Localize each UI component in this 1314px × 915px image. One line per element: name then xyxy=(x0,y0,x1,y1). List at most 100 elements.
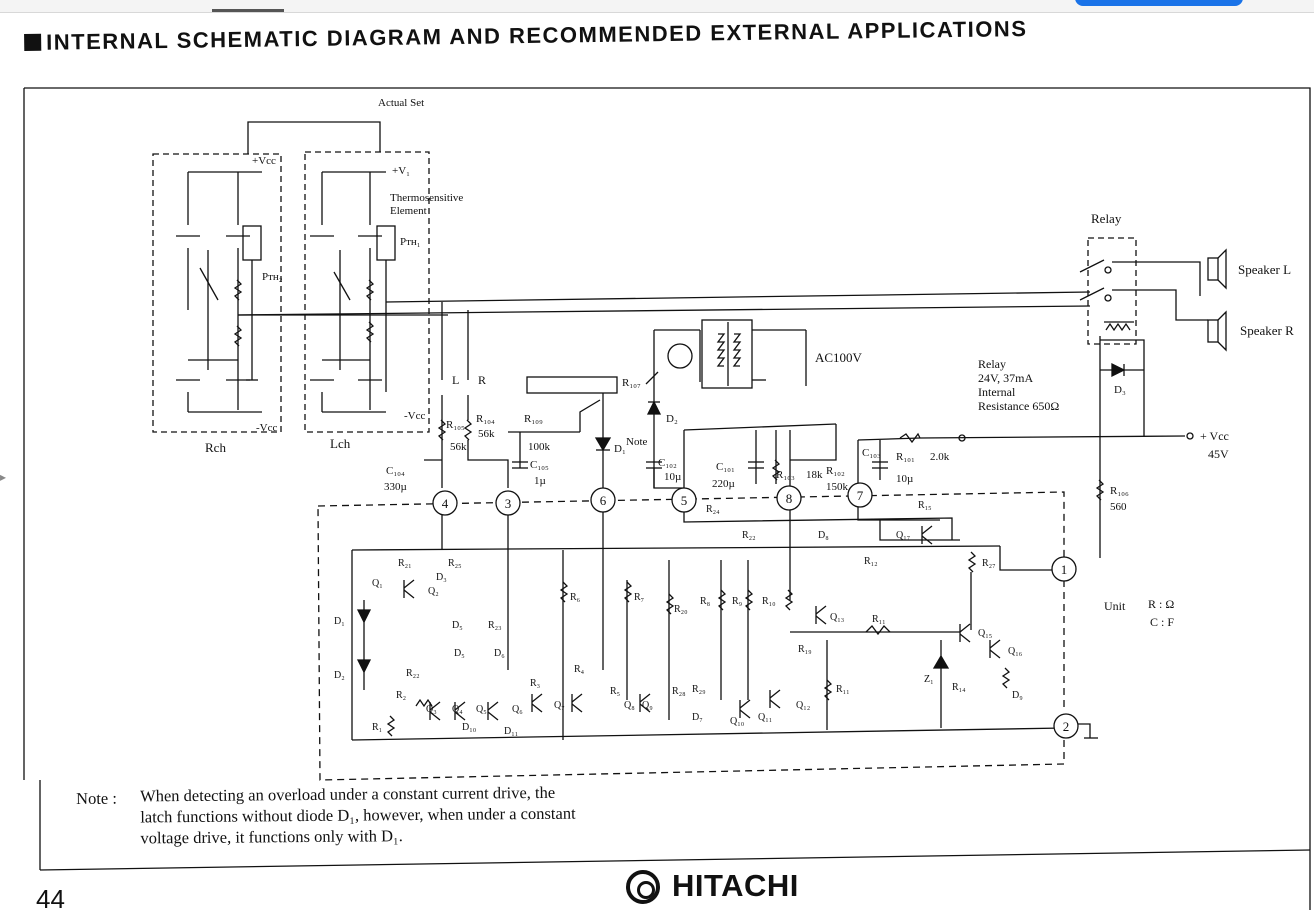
label-d6: D₆ xyxy=(494,648,505,659)
label-r23: R₂₃ xyxy=(488,620,502,631)
l-terminal: L xyxy=(452,373,459,387)
transistor-group xyxy=(403,525,1001,721)
note-block: Note : When detecting an overload under … xyxy=(76,782,576,849)
r102-value: 150k xyxy=(826,481,849,493)
label-q9: Q₉ xyxy=(642,700,653,711)
label-q12: Q₁₂ xyxy=(796,700,810,711)
pin-numbers: 4 3 6 5 8 7 1 2 xyxy=(442,488,1070,734)
browser-top-strip xyxy=(0,0,1314,13)
label-r9: R₉ xyxy=(732,596,743,607)
label-r3: R₃ xyxy=(530,678,540,689)
d1-label: D₁ xyxy=(614,443,626,455)
label-r20: R₂₀ xyxy=(674,604,688,615)
label-q5: Q₅ xyxy=(476,704,487,715)
label-q8: Q₈ xyxy=(624,700,635,711)
pin-6: 6 xyxy=(600,493,607,508)
v1-label: +V₁ xyxy=(392,165,410,177)
ac100v-label: AC100V xyxy=(815,350,863,365)
label-r1: R₁ xyxy=(372,722,382,733)
pin-4: 4 xyxy=(442,496,449,511)
label-r24: R₂₄ xyxy=(706,504,720,515)
page-number: 44 xyxy=(36,884,65,914)
label-r7: R₇ xyxy=(634,592,644,603)
c104-label: C₁₀₄ xyxy=(386,465,405,477)
chevron-right-icon[interactable]: ▸ xyxy=(0,470,7,484)
pin-2: 2 xyxy=(1063,719,1070,734)
note-tag: Note xyxy=(626,436,648,448)
rch-box xyxy=(152,153,282,433)
label-q17: Q₁₇ xyxy=(896,530,910,541)
unit-c: C : F xyxy=(1150,615,1174,629)
label-r4: R₄ xyxy=(574,664,585,675)
speaker-l-label: Speaker L xyxy=(1238,262,1291,277)
r102-label: R₁₀₂ xyxy=(826,465,845,477)
pth2-label: Pᴛʜ₂ xyxy=(262,271,283,283)
label-r25: R₂₅ xyxy=(448,558,462,569)
hitachi-emblem-icon xyxy=(626,870,660,904)
label-d2: D₂ xyxy=(334,670,345,681)
element-label: Element xyxy=(390,205,427,217)
label-d9: D₉ xyxy=(1012,690,1023,701)
frame-border xyxy=(24,87,1311,910)
relay-box xyxy=(1087,237,1137,345)
label-q10: Q₁₀ xyxy=(730,716,745,727)
c103-value: 10µ xyxy=(896,473,913,485)
speaker-r-label: Speaker R xyxy=(1240,323,1294,338)
label-d1: D₁ xyxy=(334,616,345,627)
lch-label: Lch xyxy=(330,436,351,451)
label-q7: Q₇ xyxy=(554,700,565,711)
pth1-label: Pᴛʜ₁ xyxy=(400,236,421,248)
r103-value: 18k xyxy=(806,469,823,481)
pin-7: 7 xyxy=(857,488,864,503)
label-z1: Z₁ xyxy=(924,674,934,685)
note-line-2: latch functions without diode D₁, howeve… xyxy=(140,803,576,827)
note-line-3: voltage drive, it functions only with D₁… xyxy=(140,826,403,848)
r104-value: 56k xyxy=(478,428,495,440)
label-q6: Q₆ xyxy=(512,704,523,715)
relay-spec-4: Resistance 650Ω xyxy=(978,399,1059,413)
rch-vcc-minus: -Vcc xyxy=(256,422,277,434)
label-r27: R₂₇ xyxy=(982,558,996,569)
pin-1: 1 xyxy=(1061,562,1068,577)
toolbar-button[interactable] xyxy=(1075,0,1243,6)
label-q4: Q₄ xyxy=(452,704,463,715)
lch-box xyxy=(304,151,430,433)
c103-label: C₁₀₃ xyxy=(862,447,881,459)
relay-spec-3: Internal xyxy=(978,385,1016,399)
brand-wordmark: HITACHI xyxy=(672,868,799,903)
thermo-label: Thermosensitive xyxy=(390,192,463,204)
rch-vcc-plus: +Vcc xyxy=(252,155,276,167)
relay-spec-1: Relay xyxy=(978,357,1006,371)
label-q2: Q₂ xyxy=(428,586,439,597)
lch-vcc-minus: -Vcc xyxy=(404,410,425,422)
note-label: Note : xyxy=(76,788,117,808)
r106-value: 560 xyxy=(1110,501,1127,513)
label-d7: D₇ xyxy=(692,712,703,723)
unit-r: R : Ω xyxy=(1148,597,1174,611)
r101-label: R₁₀₁ xyxy=(896,451,915,463)
label-d11: D₁₁ xyxy=(504,726,518,737)
label-r29: R₂₉ xyxy=(692,684,706,695)
label-r12: R₁₂ xyxy=(864,556,878,567)
internal-labels: R₂₁ R₂₅ Q₁ Q₂ D₁ D₂ D₃ D₅ D₅ D₆ R₂₃ R₂₂ … xyxy=(334,500,1023,737)
label-r14: R₁₄ xyxy=(952,682,966,693)
label-r6: R₆ xyxy=(570,592,581,603)
pin-circles xyxy=(432,482,1079,739)
relay-spec-2: 24V, 37mA xyxy=(978,371,1033,385)
label-q11: Q₁₁ xyxy=(758,712,772,723)
r107-label: R₁₀₇ xyxy=(622,377,641,389)
label-d-int: D₃ xyxy=(436,572,447,583)
label-q13: Q₁₃ xyxy=(830,612,844,623)
rch-label: Rch xyxy=(205,440,226,455)
d3-label: D₃ xyxy=(1114,384,1126,396)
v45-label: 45V xyxy=(1208,447,1229,461)
r103-label: R₁₀₃ xyxy=(776,469,795,481)
label-r21: R₂₁ xyxy=(398,558,412,569)
c105-label: C₁₀₅ xyxy=(530,459,549,471)
label-q1: Q₁ xyxy=(372,578,383,589)
vcc-45-label: + Vcc xyxy=(1200,429,1229,443)
label-d5: D₅ xyxy=(454,648,465,659)
label-r28: R₂₈ xyxy=(672,686,686,697)
unit-label: Unit xyxy=(1104,599,1126,613)
